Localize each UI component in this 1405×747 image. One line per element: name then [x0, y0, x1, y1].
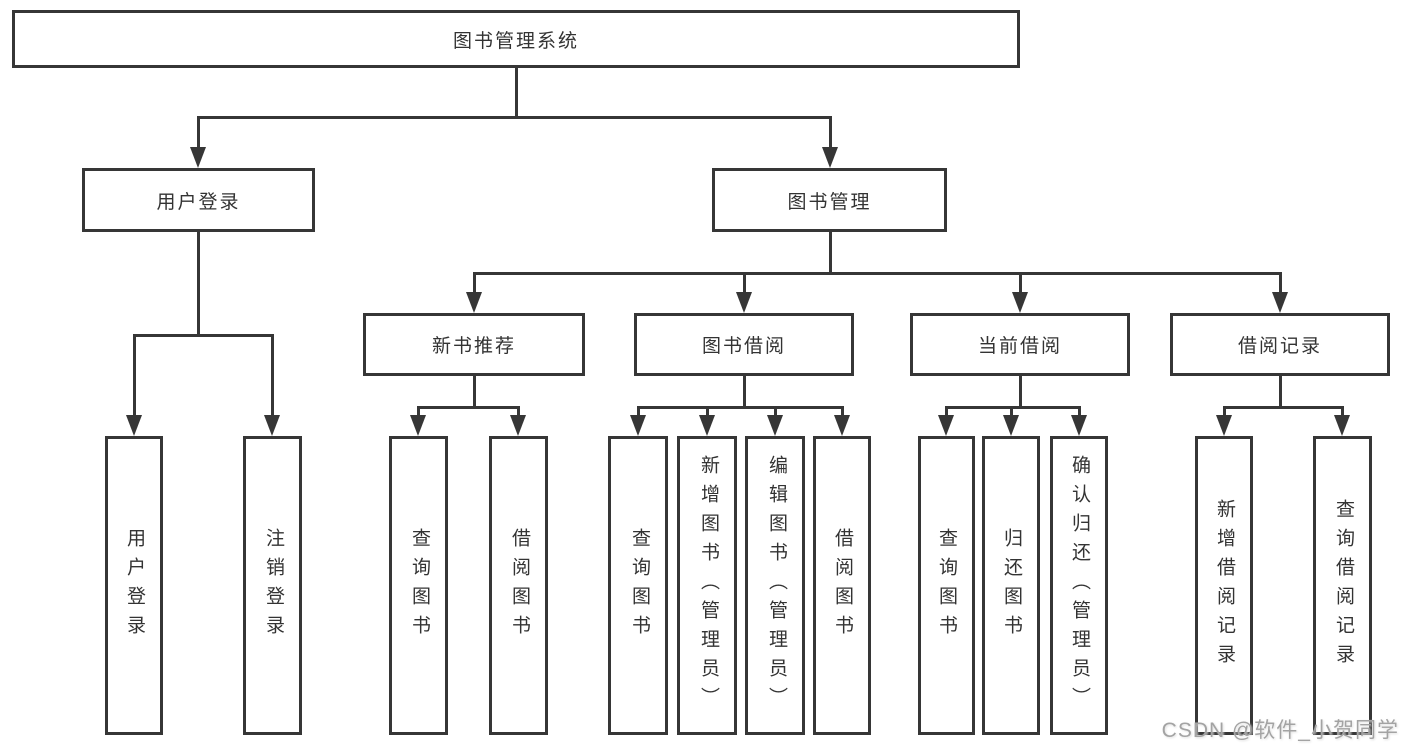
node-current-borrowing: 当前借阅 — [910, 313, 1130, 376]
arrowhead-down-icon — [1334, 415, 1350, 436]
node-book-borrowing: 图书借阅 — [634, 313, 854, 376]
connector-line — [197, 116, 832, 119]
leaf-borrow-add-books-admin: 新增图书（管理员） — [677, 436, 737, 735]
connector-line — [743, 376, 746, 409]
connector-line — [133, 334, 136, 415]
arrowhead-down-icon — [938, 415, 954, 436]
leaf-borrow-borrow-books: 借阅图书 — [813, 436, 871, 735]
connector-line — [637, 406, 640, 416]
arrowhead-down-icon — [410, 415, 426, 436]
connector-line — [1223, 406, 1226, 416]
connector-line — [945, 406, 948, 416]
connector-line — [1279, 376, 1282, 409]
connector-line — [1010, 406, 1013, 416]
connector-line — [271, 334, 274, 415]
arrowhead-down-icon — [510, 415, 526, 436]
arrowhead-down-icon — [699, 415, 715, 436]
connector-line — [473, 272, 476, 293]
connector-line — [1341, 406, 1344, 416]
connector-line — [517, 406, 520, 416]
leaf-recommend-borrow-books: 借阅图书 — [489, 436, 548, 735]
connector-line — [1019, 376, 1022, 409]
node-new-book-recommend: 新书推荐 — [363, 313, 585, 376]
arrowhead-down-icon — [630, 415, 646, 436]
connector-line — [133, 334, 273, 337]
arrowhead-down-icon — [822, 147, 838, 168]
connector-line — [197, 232, 200, 337]
leaf-logout: 注销登录 — [243, 436, 302, 735]
connector-line — [945, 406, 1081, 409]
leaf-records-query-borrow-record: 查询借阅记录 — [1313, 436, 1372, 735]
leaf-current-return-books: 归还图书 — [982, 436, 1040, 735]
node-borrowing-records: 借阅记录 — [1170, 313, 1390, 376]
connector-line — [1019, 272, 1022, 293]
connector-line — [841, 406, 844, 416]
leaf-borrow-edit-books-admin: 编辑图书（管理员） — [745, 436, 805, 735]
node-root-library-system: 图书管理系统 — [12, 10, 1020, 68]
leaf-borrow-query-books: 查询图书 — [608, 436, 668, 735]
connector-line — [473, 376, 476, 409]
leaf-recommend-query-books: 查询图书 — [389, 436, 448, 735]
connector-line — [774, 406, 777, 416]
connector-line — [743, 272, 746, 293]
connector-line — [829, 116, 832, 147]
leaf-records-add-borrow-record: 新增借阅记录 — [1195, 436, 1253, 735]
csdn-watermark: CSDN @软件_小贺同学 — [1161, 719, 1399, 742]
arrowhead-down-icon — [1216, 415, 1232, 436]
connector-line — [417, 406, 520, 409]
arrowhead-down-icon — [767, 415, 783, 436]
connector-line — [417, 406, 420, 416]
arrowhead-down-icon — [1003, 415, 1019, 436]
arrowhead-down-icon — [1272, 292, 1288, 313]
arrowhead-down-icon — [190, 147, 206, 168]
connector-line — [473, 272, 1282, 275]
connector-line — [706, 406, 709, 416]
connector-line — [637, 406, 844, 409]
connector-line — [197, 116, 200, 147]
arrowhead-down-icon — [834, 415, 850, 436]
leaf-current-query-books: 查询图书 — [918, 436, 975, 735]
connector-line — [829, 232, 832, 275]
connector-line — [1223, 406, 1344, 409]
connector-line — [515, 68, 518, 119]
node-user-login: 用户登录 — [82, 168, 315, 232]
leaf-current-confirm-return-admin: 确认归还（管理员） — [1050, 436, 1108, 735]
arrowhead-down-icon — [466, 292, 482, 313]
arrowhead-down-icon — [264, 415, 280, 436]
arrowhead-down-icon — [736, 292, 752, 313]
connector-line — [1078, 406, 1081, 416]
node-book-management: 图书管理 — [712, 168, 947, 232]
connector-line — [1279, 272, 1282, 293]
leaf-user-login: 用户登录 — [105, 436, 163, 735]
arrowhead-down-icon — [1071, 415, 1087, 436]
arrowhead-down-icon — [126, 415, 142, 436]
arrowhead-down-icon — [1012, 292, 1028, 313]
